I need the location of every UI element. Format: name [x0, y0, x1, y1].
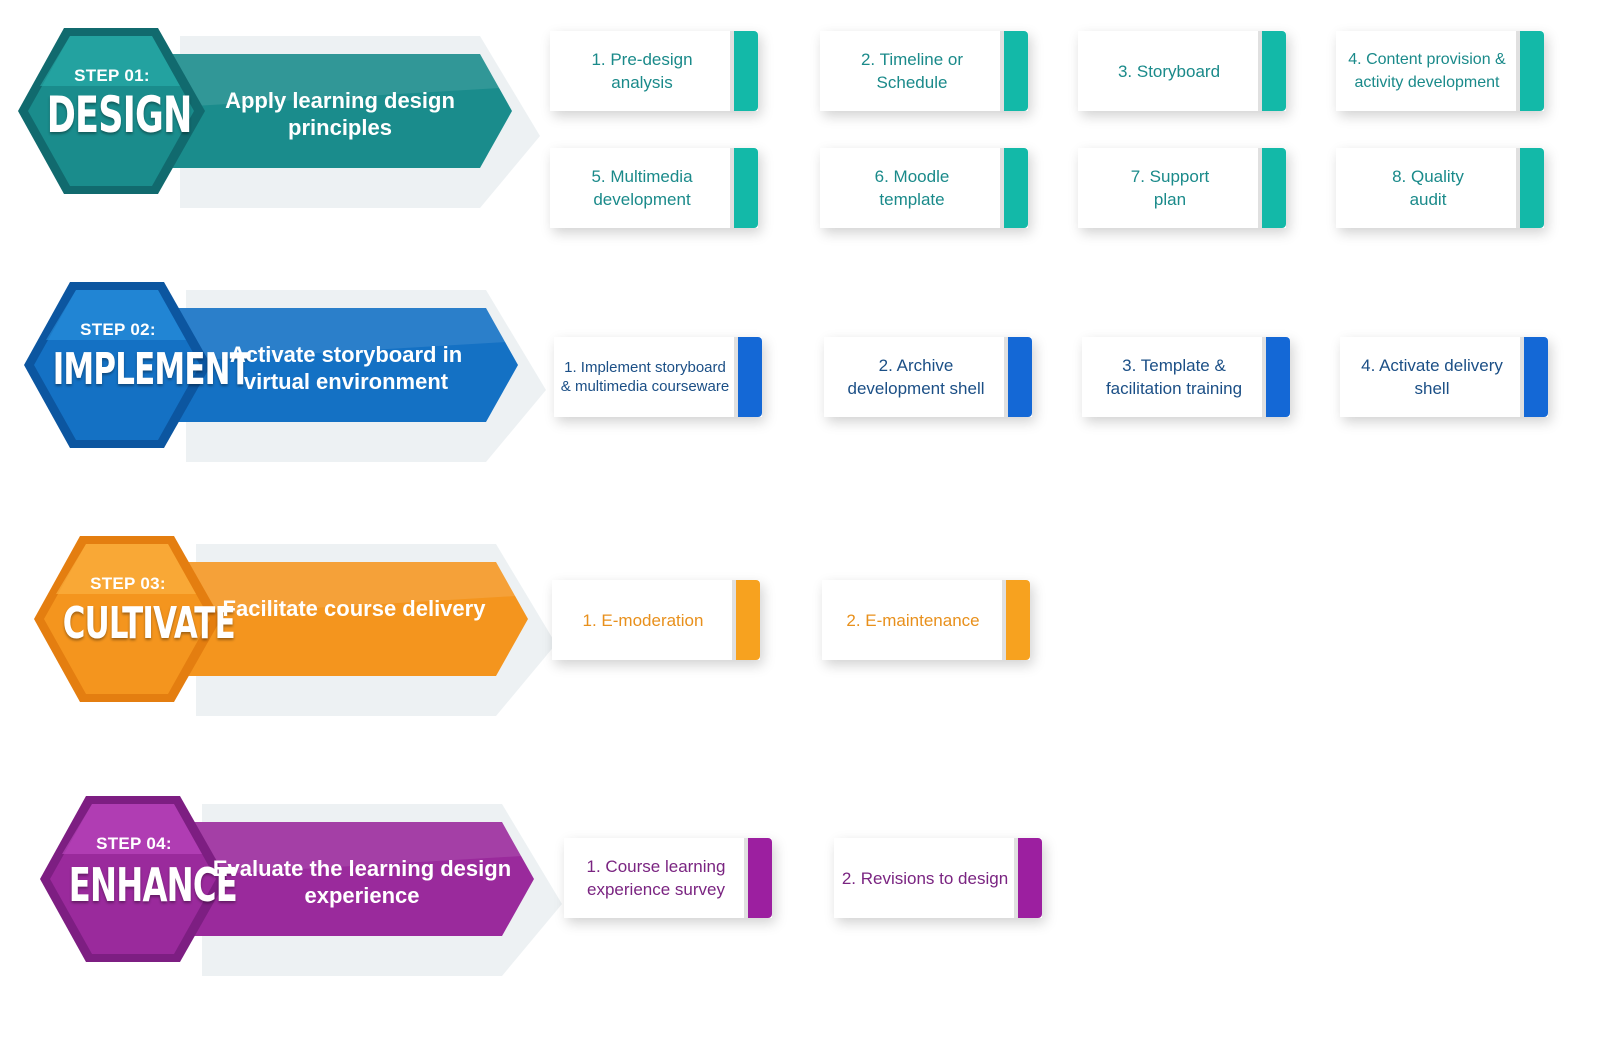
card-text: 1. Course learning experience survey — [586, 857, 726, 899]
card-text: 1. E-moderation — [582, 610, 704, 630]
card-text: 4. Content provision & activity developm… — [1348, 51, 1506, 91]
card: 1. Implement storyboard & multimedia cou… — [554, 337, 762, 417]
step-enhance: STEP 04: ENHANCE Evaluate the learning d… — [0, 796, 1621, 1056]
banner-graphic — [34, 536, 556, 716]
step-description: Apply learning design principles — [225, 88, 455, 140]
step-name: ENHANCE — [68, 858, 238, 912]
step-label: STEP 01: — [74, 66, 150, 85]
card-text: 2. E-maintenance — [846, 610, 980, 630]
card-tab — [1000, 148, 1028, 228]
card: 2. Timeline or Schedule — [820, 31, 1028, 111]
card-text: 2. Revisions to design — [841, 868, 1009, 888]
card-tab — [730, 31, 758, 111]
banner-graphic — [24, 282, 546, 462]
card: 2. Archive development shell — [824, 337, 1032, 417]
card-tab — [734, 337, 762, 417]
card-text: 5. Multimedia development — [591, 167, 693, 209]
step-description: Evaluate the learning design experience — [212, 856, 512, 908]
card-text: 1. Implement storyboard & multimedia cou… — [560, 359, 730, 395]
card-text: 2. Archive development shell — [847, 356, 985, 398]
step-banner: STEP 03: CULTIVATE Facilitate course del… — [0, 536, 560, 736]
card-tab — [1014, 838, 1042, 918]
step-label: STEP 02: — [80, 320, 156, 339]
step-label: STEP 04: — [96, 834, 172, 853]
card: 1. Pre-design analysis — [550, 31, 758, 111]
card-tab — [1002, 580, 1030, 660]
step-label: STEP 03: — [90, 574, 166, 593]
step-implement: STEP 02: IMPLEMENT Activate storyboard i… — [0, 282, 1621, 542]
step-banner: STEP 02: IMPLEMENT Activate storyboard i… — [0, 282, 560, 482]
card: 1. E-moderation — [552, 580, 760, 660]
banner-graphic — [18, 28, 540, 208]
step-description: Facilitate course delivery — [222, 596, 486, 621]
card-tab — [730, 148, 758, 228]
step-design: STEP 01: DESIGN Apply learning design pr… — [0, 28, 1621, 288]
card: 2. E-maintenance — [822, 580, 1030, 660]
card-text: 1. Pre-design analysis — [591, 50, 693, 92]
card: 1. Course learning experience survey — [564, 838, 772, 918]
card-text: 2. Timeline or Schedule — [860, 50, 964, 92]
card-tab — [1520, 337, 1548, 417]
banner-graphic — [40, 796, 562, 976]
card: 7. Support plan — [1078, 148, 1286, 228]
card: 3. Template & facilitation training — [1082, 337, 1290, 417]
card-tab — [1000, 31, 1028, 111]
card-tab — [1004, 337, 1032, 417]
card: 5. Multimedia development — [550, 148, 758, 228]
card-text: 8. Quality audit — [1392, 167, 1464, 209]
step-name: CULTIVATE — [62, 598, 236, 649]
card-tab — [1516, 148, 1544, 228]
card: 2. Revisions to design — [834, 838, 1042, 918]
card-tab — [1258, 31, 1286, 111]
card-tab — [744, 838, 772, 918]
card-text: 6. Moodle template — [874, 167, 950, 209]
step-description: Activate storyboard in virtual environme… — [229, 342, 463, 394]
card-tab — [1258, 148, 1286, 228]
step-cultivate: STEP 03: CULTIVATE Facilitate course del… — [0, 536, 1621, 796]
step-name: DESIGN — [46, 86, 193, 144]
card-text: 3. Storyboard — [1117, 61, 1221, 81]
card-tab — [732, 580, 760, 660]
card-text: 7. Support plan — [1130, 167, 1210, 209]
card: 3. Storyboard — [1078, 31, 1286, 111]
card-text: 4. Activate delivery shell — [1361, 356, 1503, 398]
card-tab — [1516, 31, 1544, 111]
step-banner: STEP 04: ENHANCE Evaluate the learning d… — [0, 796, 562, 996]
card-text: 3. Template & facilitation training — [1105, 356, 1243, 398]
card-tab — [1262, 337, 1290, 417]
card: 4. Content provision & activity developm… — [1336, 31, 1544, 111]
card: 8. Quality audit — [1336, 148, 1544, 228]
card: 6. Moodle template — [820, 148, 1028, 228]
step-name: IMPLEMENT — [52, 344, 251, 395]
card: 4. Activate delivery shell — [1340, 337, 1548, 417]
step-banner: STEP 01: DESIGN Apply learning design pr… — [0, 28, 560, 228]
